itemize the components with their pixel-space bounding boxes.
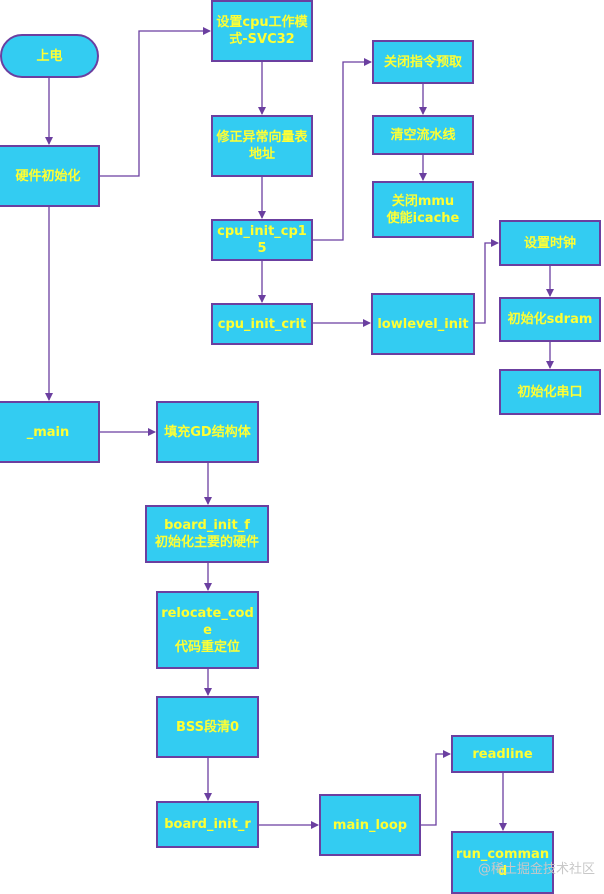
arrow-cp15-to-prefetch <box>313 58 372 241</box>
node-init-sdram: 初始化sdram <box>499 297 601 342</box>
node-power-on: 上电 <box>0 34 99 78</box>
node-set-cpu-mode: 设置cpu工作模式-SVC32 <box>211 0 313 62</box>
node-init-uart: 初始化串口 <box>499 369 601 415</box>
node-hardware-init: 硬件初始化 <box>0 145 100 207</box>
node-run-command: run_command <box>451 831 554 894</box>
node-main-loop: main_loop <box>319 794 421 856</box>
node-cpu-init-cp15: cpu_init_cp15 <box>211 219 313 261</box>
node-board-init-r: board_init_r <box>156 801 259 848</box>
arrow-mainloop-to-readline <box>421 750 451 826</box>
node-fill-gd: 填充GD结构体 <box>156 401 259 463</box>
node-cpu-init-crit: cpu_init_crit <box>211 303 313 345</box>
node-fix-vector-table: 修正异常向量表地址 <box>211 115 313 177</box>
node-mmu-icache: 关闭mmu 使能icache <box>372 181 474 238</box>
watermark-text: @稀土掘金技术社区 <box>478 862 596 877</box>
node-set-clock: 设置时钟 <box>499 220 601 266</box>
node-relocate-code: relocate_code 代码重定位 <box>156 591 259 669</box>
arrow-hwinit-to-cpumode <box>100 27 211 177</box>
node-main: _main <box>0 401 100 463</box>
node-board-init-f: board_init_f 初始化主要的硬件 <box>145 505 269 563</box>
node-bss-clear: BSS段清0 <box>156 696 259 758</box>
node-close-prefetch: 关闭指令预取 <box>372 40 474 84</box>
node-readline: readline <box>451 735 554 773</box>
node-clear-pipeline: 清空流水线 <box>372 115 474 155</box>
arrow-lowlevel-to-clock <box>475 239 499 324</box>
node-lowlevel-init: lowlevel_init <box>371 293 475 355</box>
